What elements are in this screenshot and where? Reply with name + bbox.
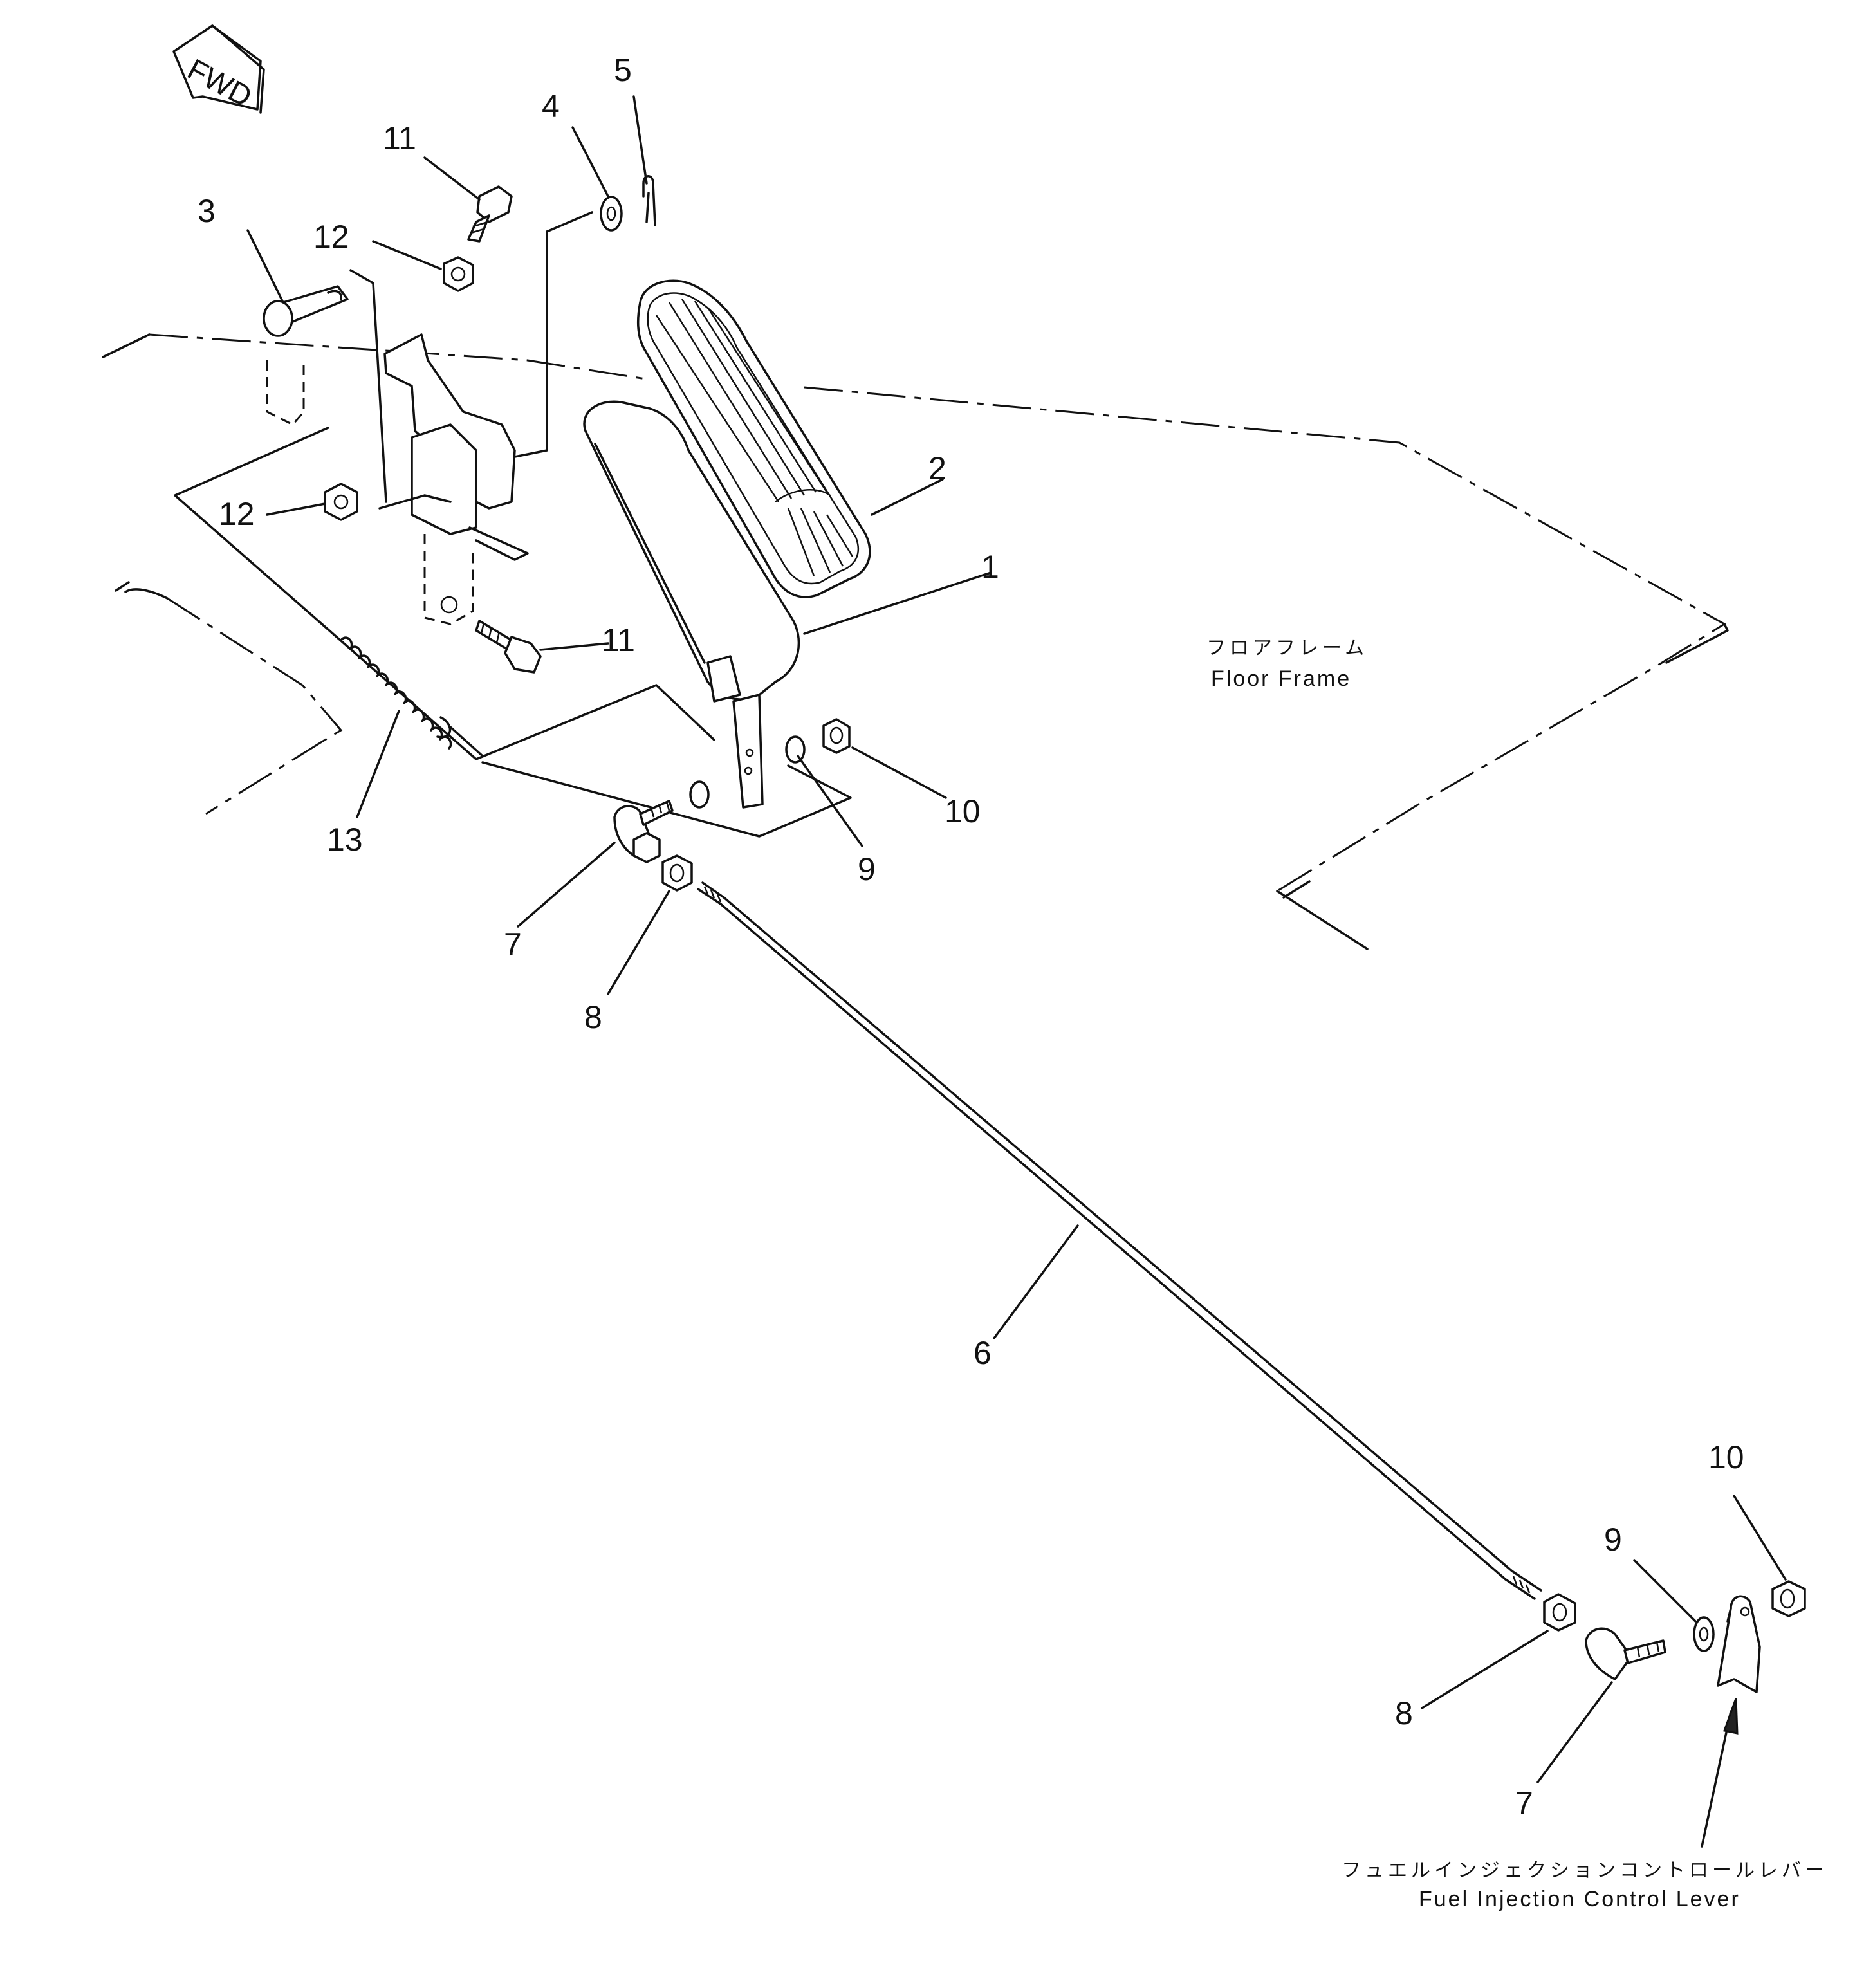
washer-lever — [1693, 1616, 1715, 1652]
part-number-8-top: 8 — [584, 999, 602, 1035]
part-number-8-bottom: 8 — [1395, 1695, 1413, 1731]
floor-frame-label-jp: フロアフレーム — [1206, 638, 1368, 659]
ball-joint-bottom — [1585, 1627, 1666, 1680]
part-number-7-top: 7 — [504, 926, 522, 962]
part-number-3: 3 — [198, 193, 216, 229]
part-number-10-top: 10 — [945, 793, 981, 829]
part-number-6: 6 — [974, 1335, 992, 1371]
pedal-arm — [583, 400, 800, 809]
washer-top — [600, 196, 623, 232]
cotter-pin — [642, 175, 656, 226]
fuel-injection-lever — [1717, 1595, 1761, 1693]
part-number-12-top: 12 — [313, 219, 349, 255]
washer-pedal — [689, 735, 806, 809]
part-number-2: 2 — [928, 450, 946, 486]
lever-arrow-icon — [1701, 1698, 1739, 1848]
bolt-top — [467, 185, 513, 243]
floor-frame-label-en: Floor Frame — [1211, 667, 1351, 691]
part-number-13: 13 — [327, 822, 363, 858]
nut-rod-top — [661, 854, 693, 892]
part-number-11-top: 11 — [383, 120, 416, 156]
nut-lever — [1771, 1580, 1806, 1617]
part-number-7-bottom: 7 — [1515, 1785, 1533, 1821]
part-number-9-top: 9 — [858, 851, 876, 887]
fuel-lever-label-jp: フュエルインジェクションコントロールレバー — [1342, 1860, 1828, 1881]
nut-pedal — [822, 718, 851, 754]
pedal-mount-plate — [174, 360, 852, 838]
control-rod — [697, 881, 1542, 1600]
nut-top — [443, 256, 474, 292]
floor-frame-outline — [102, 333, 1729, 950]
pedal-pad — [636, 279, 871, 598]
fuel-lever-label-en: Fuel Injection Control Lever — [1419, 1887, 1740, 1911]
bolt-bottom — [475, 620, 542, 674]
nut-rod-bottom — [1543, 1593, 1576, 1632]
part-number-12-left: 12 — [219, 496, 255, 532]
fwd-label: FWD — [182, 52, 257, 113]
return-spring — [340, 636, 484, 757]
leader-lines — [246, 95, 1787, 1783]
fwd-arrow-icon: FWD — [172, 24, 265, 114]
pedal-bracket — [349, 211, 593, 625]
part-number-10-bottom: 10 — [1708, 1439, 1744, 1475]
part-number-9-bottom: 9 — [1604, 1522, 1622, 1558]
part-number-11-bottom: 11 — [602, 622, 635, 658]
clevis-pin — [263, 285, 349, 337]
part-number-4: 4 — [542, 88, 560, 124]
ball-joint-top — [613, 800, 674, 863]
part-number-5: 5 — [614, 52, 632, 88]
nut-left — [324, 483, 358, 521]
part-number-1: 1 — [981, 549, 999, 585]
